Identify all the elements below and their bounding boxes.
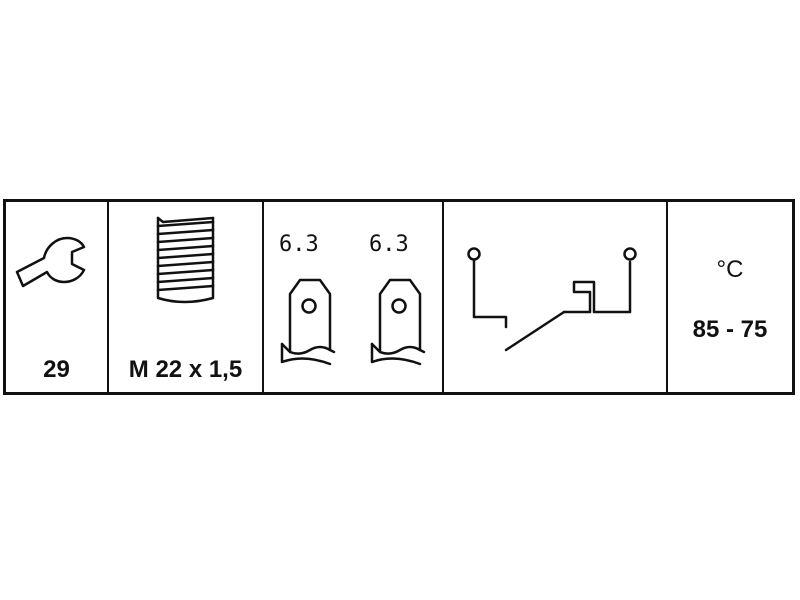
temperature-range-label: 85 - 75 xyxy=(692,316,768,343)
temperature-cell: °C 85 - 75 xyxy=(666,202,792,392)
switch-cell xyxy=(442,202,666,392)
switch-contact-schematic-icon xyxy=(467,247,637,352)
wrench-cell: 29 xyxy=(6,202,107,392)
temperature-unit-label: °C xyxy=(716,256,744,283)
wrench-icon xyxy=(15,236,86,288)
terminals-cell: 6.3 6.3 xyxy=(262,202,442,392)
thread-size-label: M 22 x 1,5 xyxy=(128,356,243,383)
threaded-bolt-icon xyxy=(156,216,215,304)
thread-cell: M 22 x 1,5 xyxy=(107,202,262,392)
wrench-size-label: 29 xyxy=(43,356,70,383)
flat-blade-terminal-icon xyxy=(280,278,426,366)
left-terminal-size-label: 6.3 xyxy=(279,232,319,257)
right-terminal-size-label: 6.3 xyxy=(369,232,409,257)
spec-strip: 29 M 22 x 1,5 6.3 6.3 xyxy=(3,199,795,395)
